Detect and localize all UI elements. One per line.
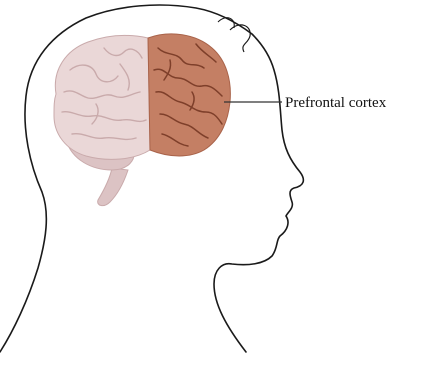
prefrontal-label: Prefrontal cortex	[285, 95, 387, 111]
head-detail-squiggle	[230, 25, 250, 52]
brain-main	[54, 35, 150, 159]
prefrontal-region	[148, 34, 230, 156]
head-detail-squiggle-2	[218, 18, 234, 28]
brain-stem	[98, 168, 128, 206]
